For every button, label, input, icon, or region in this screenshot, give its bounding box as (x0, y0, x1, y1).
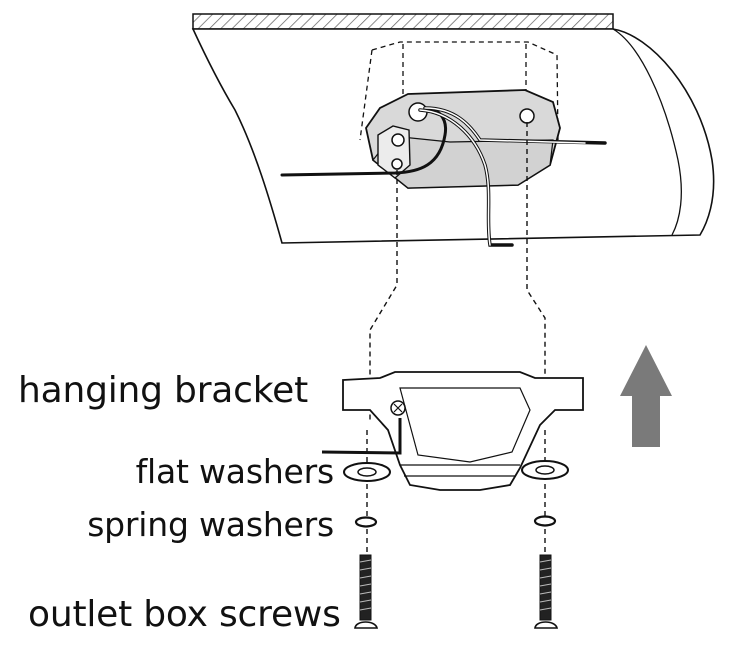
bracket-screw-slot (393, 403, 403, 413)
flat-washers (343, 460, 569, 482)
ceiling-hatch (192, 13, 614, 30)
screw-left (354, 554, 379, 629)
flat-washer-left-hole (357, 467, 377, 477)
wires (280, 106, 607, 247)
flat-washer-right-hole (535, 465, 555, 475)
outlet-box-screws-label: outlet box screws (28, 594, 341, 635)
flat-washers-label: flat washers (135, 452, 335, 491)
spring-washers-label: spring washers (87, 505, 334, 544)
spring-washers (354, 515, 557, 528)
outlet-box-hole-right (519, 108, 535, 124)
bracket-inner (399, 387, 531, 463)
up-arrow-icon (620, 345, 672, 447)
outlet-box-screws (354, 554, 559, 629)
wire-black (280, 106, 448, 177)
spring-washer-right (533, 515, 557, 527)
bracket-lip (400, 464, 520, 477)
screw-right (534, 554, 559, 629)
outlet-box-hole-left-bottom (391, 158, 403, 170)
hanging-bracket (321, 371, 584, 491)
spring-washer-left (354, 516, 378, 528)
bracket-ground-wire (321, 418, 402, 455)
outlet-box-recess (359, 41, 559, 141)
alignment-line-right (526, 122, 546, 420)
outlet-box (359, 41, 561, 189)
alignment-lines (366, 122, 546, 555)
wire-white-a-fill (424, 107, 586, 144)
hanging-bracket-label: hanging bracket (18, 370, 308, 411)
alignment-line-left (369, 170, 398, 420)
wire-white-b-fill (419, 109, 491, 246)
ceiling-inner-edge (612, 28, 682, 236)
outlet-box-hole-left-top (391, 133, 405, 147)
